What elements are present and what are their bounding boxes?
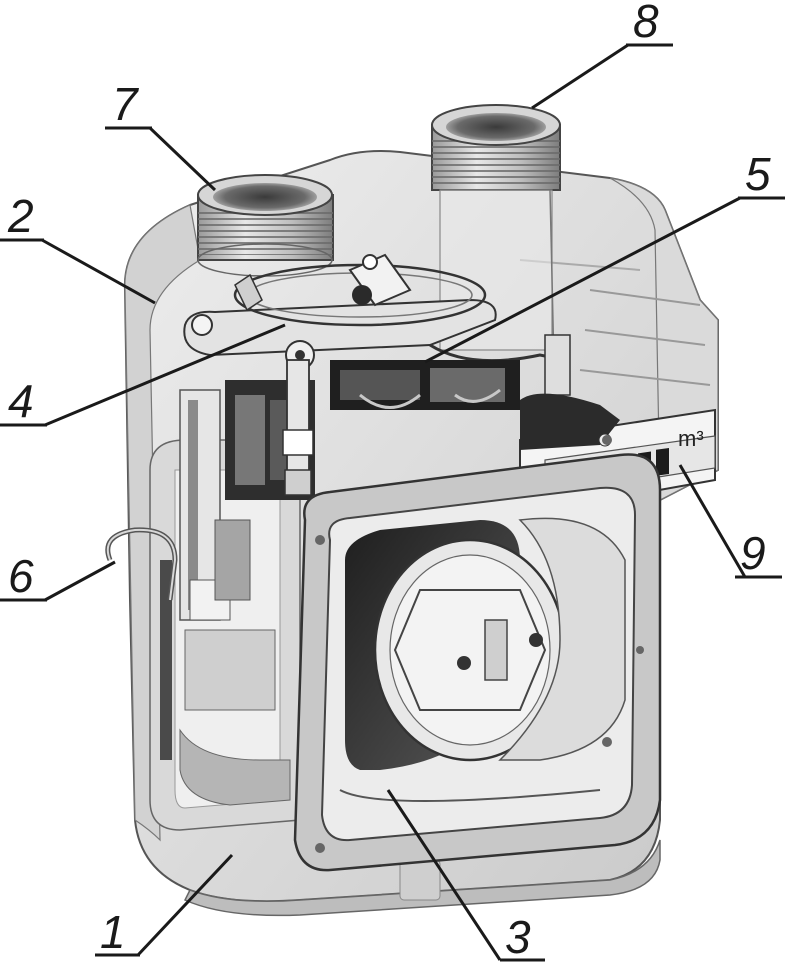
left-cavity — [149, 380, 315, 831]
callout-2: 2 — [0, 190, 156, 305]
callout-number: 3 — [505, 911, 531, 963]
callout-7: 7 — [105, 78, 217, 192]
callout-6: 6 — [0, 550, 116, 602]
callout-1: 1 — [95, 853, 234, 958]
callout-number: 7 — [112, 78, 139, 130]
callout-number: 4 — [8, 375, 34, 427]
outlet-pipe — [431, 104, 561, 411]
valve-linkage-mechanism — [183, 253, 571, 496]
inlet-pipe — [197, 174, 334, 277]
wire-seal-loop — [105, 527, 178, 601]
callout-number: 5 — [745, 148, 771, 200]
callout-number: 2 — [7, 190, 34, 242]
callout-5: 5 — [424, 148, 785, 364]
unit-label: m³ — [678, 426, 704, 451]
callout-8: 8 — [531, 0, 673, 110]
measuring-chamber — [293, 435, 662, 872]
callout-9: 9 — [678, 464, 782, 579]
callout-number: 1 — [100, 906, 126, 958]
callout-number: 9 — [740, 527, 766, 579]
callout-number: 6 — [8, 550, 34, 602]
callout-3: 3 — [386, 789, 545, 963]
callout-4: 4 — [0, 323, 286, 427]
callout-number: 8 — [633, 0, 659, 47]
